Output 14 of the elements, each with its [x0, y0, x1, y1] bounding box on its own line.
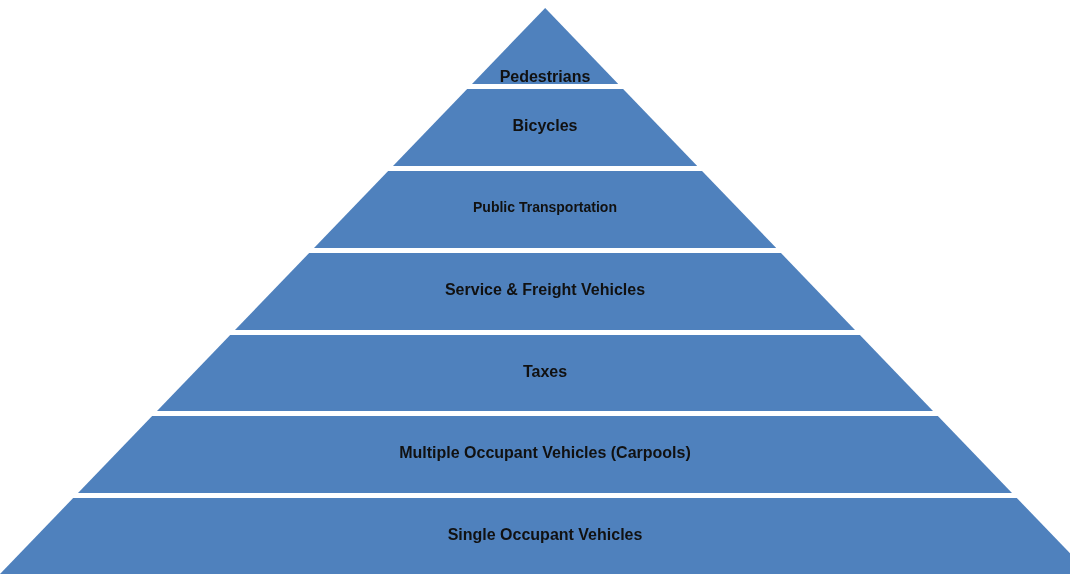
- pyramid-tier: [471, 8, 619, 84]
- pyramid-tier: [0, 498, 1070, 574]
- pyramid-tier: [156, 335, 934, 411]
- pyramid-tier: [78, 416, 1012, 493]
- pyramid-tier: [234, 253, 856, 330]
- tier-label: Multiple Occupant Vehicles (Carpools): [399, 444, 691, 462]
- tier-label: Bicycles: [512, 117, 578, 135]
- tier-label: Public Transportation: [473, 199, 617, 215]
- tier-label: Taxes: [522, 363, 568, 381]
- tier-label: Pedestrians: [499, 68, 591, 86]
- pyramid-tier: [313, 171, 777, 248]
- tier-label: Service & Freight Vehicles: [444, 281, 646, 299]
- tier-label: Single Occupant Vehicles: [447, 526, 643, 544]
- pyramid-tier: [392, 89, 698, 166]
